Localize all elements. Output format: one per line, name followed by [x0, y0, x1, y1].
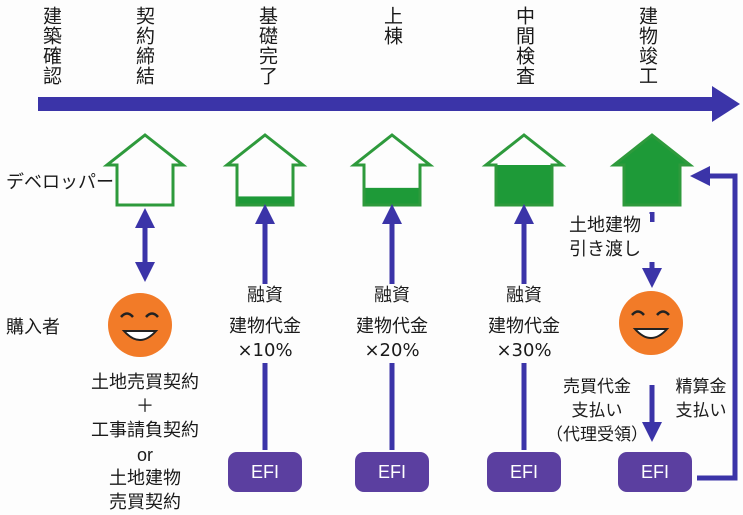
financing-line1: 建物代金 — [488, 316, 560, 337]
contract-text: 土地売買契約 ＋ 工事請負契約 or 土地建物 売買契約 — [70, 371, 220, 515]
contract-line: 工事請負契約 — [91, 420, 199, 441]
payment-line: 売買代金 — [563, 377, 631, 397]
financing-text-1: 融資 建物代金 ×10% — [220, 284, 310, 363]
settlement-return-arrow — [690, 166, 738, 481]
payment-line: （代理受領） — [546, 425, 648, 445]
financing-title: 融資 — [374, 285, 410, 306]
contract-line: or — [136, 445, 153, 465]
payment-line: 支払い — [571, 401, 623, 421]
developer-label: デベロッパー — [6, 172, 114, 193]
timeline-arrow — [38, 86, 740, 122]
financing-line2: ×20% — [364, 340, 420, 361]
financing-line2: ×30% — [496, 340, 552, 361]
financing-line1: 建物代金 — [356, 316, 428, 337]
settlement-line: 精算金 — [675, 377, 727, 397]
house-icon — [222, 133, 308, 207]
house-icon — [349, 133, 435, 207]
financing-line1: 建物代金 — [229, 316, 301, 337]
handover-line: 土地建物 — [569, 215, 641, 236]
contract-line: 土地建物 — [109, 468, 181, 489]
buyer-face-right — [619, 291, 683, 355]
contract-line: ＋ — [136, 396, 154, 417]
house-icon — [102, 133, 188, 207]
buyer-face-left — [108, 293, 172, 357]
stage-label-joto: 上棟 — [381, 6, 403, 46]
financing-title: 融資 — [506, 285, 542, 306]
efi-box-2: EFI — [355, 452, 429, 492]
handover-line: 引き渡し — [569, 239, 641, 260]
settlement-text: 精算金 支払い — [666, 375, 736, 423]
payment-text: 売買代金 支払い （代理受領） — [545, 375, 649, 447]
buyer-label: 購入者 — [6, 317, 60, 338]
stage-label-keiyaku-teiketsu: 契約締結 — [133, 6, 155, 86]
handover-text: 土地建物 引き渡し — [560, 214, 650, 262]
efi-box-3: EFI — [487, 452, 561, 492]
house-icon — [609, 133, 695, 207]
stage-label-kenchiku-kakunin: 建築確認 — [40, 6, 62, 86]
financing-text-3: 融資 建物代金 ×30% — [479, 284, 569, 363]
efi-box-4: EFI — [618, 452, 692, 492]
stage-label-chukan-kensa: 中間検査 — [513, 6, 535, 86]
stage-label-kiso-kanryo: 基礎完了 — [256, 6, 278, 86]
stage-label-tatemono-shunko: 建物竣工 — [636, 6, 658, 86]
house-icon — [481, 133, 567, 207]
efi-box-1: EFI — [228, 452, 302, 492]
financing-text-2: 融資 建物代金 ×20% — [347, 284, 437, 363]
settlement-line: 支払い — [675, 401, 727, 421]
financing-title: 融資 — [247, 285, 283, 306]
contract-line: 売買契約 — [109, 492, 181, 513]
financing-line2: ×10% — [237, 340, 293, 361]
contract-line: 土地売買契約 — [91, 372, 199, 393]
